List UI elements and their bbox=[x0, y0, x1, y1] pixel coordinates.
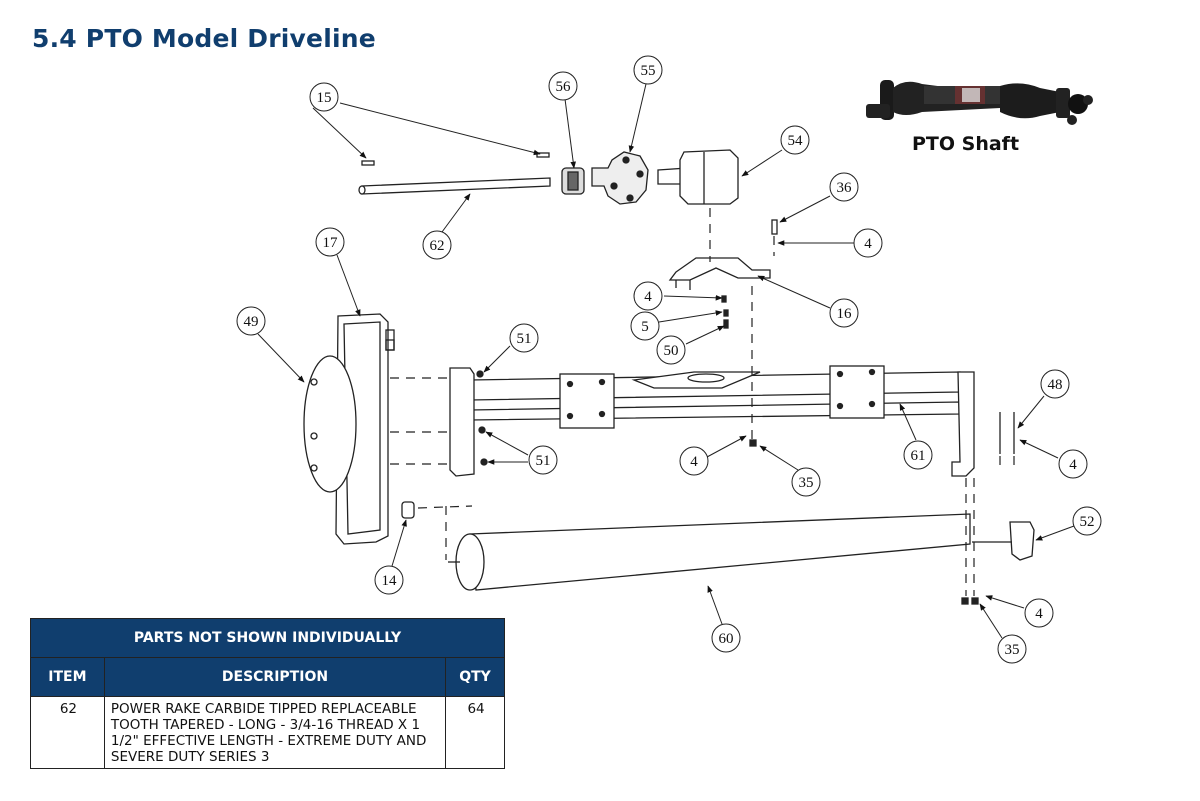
cell-qty: 64 bbox=[445, 696, 505, 769]
svg-text:54: 54 bbox=[788, 133, 804, 149]
callout-49: 49 bbox=[236, 306, 266, 336]
callout-51: 51 bbox=[509, 323, 539, 353]
table-caption: PARTS NOT SHOWN INDIVIDUALLY bbox=[30, 618, 505, 658]
svg-text:55: 55 bbox=[641, 63, 656, 79]
callout-60: 60 bbox=[711, 623, 741, 653]
callout-51: 51 bbox=[528, 445, 558, 475]
callout-5: 5 bbox=[630, 311, 660, 341]
svg-text:14: 14 bbox=[382, 573, 398, 589]
svg-text:5: 5 bbox=[641, 319, 649, 335]
svg-text:60: 60 bbox=[719, 631, 734, 647]
svg-text:16: 16 bbox=[837, 306, 853, 322]
svg-text:4: 4 bbox=[864, 236, 872, 252]
column-header-item: ITEM bbox=[30, 657, 105, 697]
callout-62: 62 bbox=[422, 230, 452, 260]
pto-shaft-image bbox=[866, 80, 1093, 125]
svg-text:36: 36 bbox=[837, 180, 853, 196]
svg-text:52: 52 bbox=[1080, 514, 1095, 530]
callout-35: 35 bbox=[791, 467, 821, 497]
callout-16: 16 bbox=[829, 298, 859, 328]
callout-55: 55 bbox=[633, 55, 663, 85]
callout-56: 56 bbox=[548, 71, 578, 101]
svg-text:51: 51 bbox=[536, 453, 551, 469]
callout-61: 61 bbox=[903, 440, 933, 470]
svg-text:4: 4 bbox=[644, 289, 652, 305]
svg-text:4: 4 bbox=[1069, 457, 1077, 473]
callout-14: 14 bbox=[374, 565, 404, 595]
callout-35: 35 bbox=[997, 634, 1027, 664]
column-header-qty: QTY bbox=[445, 657, 505, 697]
callout-4: 4 bbox=[853, 228, 883, 258]
svg-text:17: 17 bbox=[323, 235, 339, 251]
cell-item: 62 bbox=[30, 696, 105, 769]
svg-text:62: 62 bbox=[430, 238, 445, 254]
leader-lines bbox=[257, 83, 1075, 639]
column-header-description: DESCRIPTION bbox=[103, 657, 447, 697]
parts-drawing bbox=[303, 149, 1035, 605]
callout-54: 54 bbox=[780, 125, 810, 155]
svg-text:35: 35 bbox=[799, 475, 814, 491]
svg-text:61: 61 bbox=[911, 448, 926, 464]
svg-text:50: 50 bbox=[664, 343, 679, 359]
table-row: 62 POWER RAKE CARBIDE TIPPED REPLACEABLE… bbox=[30, 696, 505, 769]
callouts: 15 56 55 54 62 36 4 17 4 16 5 50 49 51 4… bbox=[236, 55, 1102, 664]
callout-36: 36 bbox=[829, 172, 859, 202]
alignment-lines bbox=[390, 208, 1015, 596]
parts-not-shown-table: PARTS NOT SHOWN INDIVIDUALLY ITEM DESCRI… bbox=[30, 618, 505, 769]
svg-text:56: 56 bbox=[556, 79, 572, 95]
svg-text:48: 48 bbox=[1048, 377, 1063, 393]
callout-4: 4 bbox=[1058, 449, 1088, 479]
cell-description: POWER RAKE CARBIDE TIPPED REPLACEABLE TO… bbox=[103, 696, 447, 769]
callout-4: 4 bbox=[679, 446, 709, 476]
page-title: 5.4 PTO Model Driveline bbox=[32, 24, 376, 53]
svg-text:51: 51 bbox=[517, 331, 532, 347]
svg-text:4: 4 bbox=[690, 454, 698, 470]
callout-50: 50 bbox=[656, 335, 686, 365]
callout-52: 52 bbox=[1072, 506, 1102, 536]
callout-48: 48 bbox=[1040, 369, 1070, 399]
svg-text:35: 35 bbox=[1005, 642, 1020, 658]
pto-shaft-caption: PTO Shaft bbox=[912, 133, 1019, 155]
callout-15: 15 bbox=[309, 82, 339, 112]
svg-text:49: 49 bbox=[244, 314, 259, 330]
callout-4: 4 bbox=[1024, 598, 1054, 628]
callout-17: 17 bbox=[315, 227, 345, 257]
callout-4: 4 bbox=[633, 281, 663, 311]
svg-text:4: 4 bbox=[1035, 606, 1043, 622]
svg-text:15: 15 bbox=[317, 90, 332, 106]
